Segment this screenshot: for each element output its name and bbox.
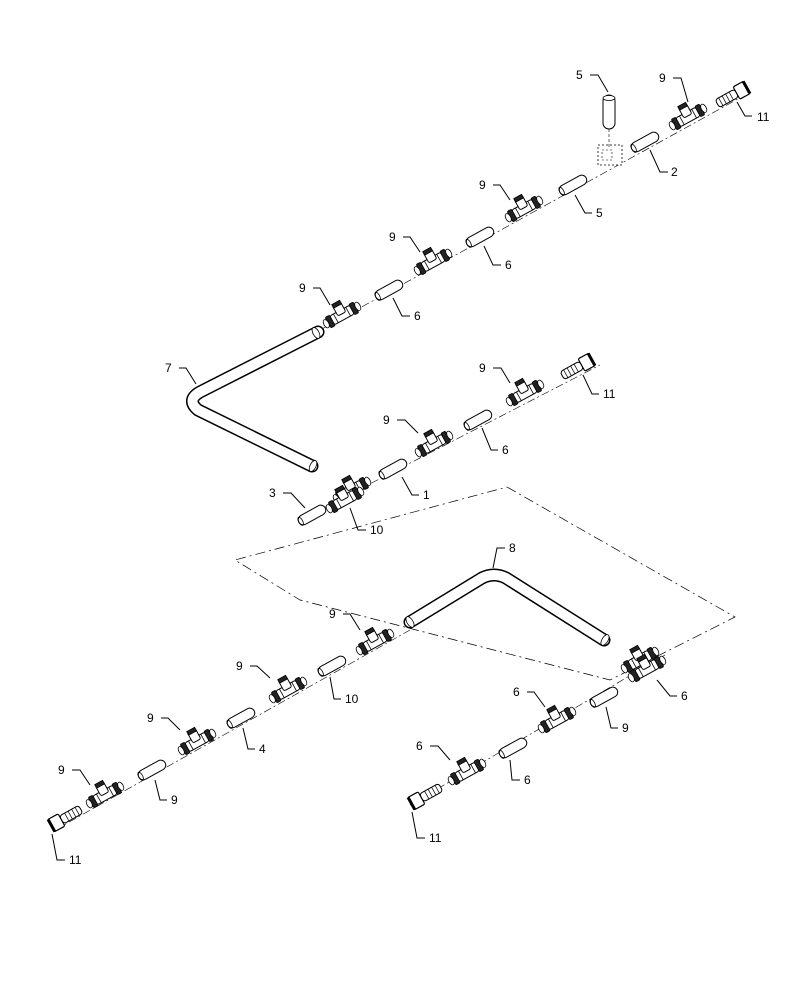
lower-left-manifold-line	[46, 619, 411, 833]
vertical-tube	[602, 94, 616, 148]
callout-8: 8	[509, 541, 516, 555]
callout-9-c: 9	[299, 281, 306, 295]
tee-fitting-d	[499, 370, 547, 409]
callout-9-k: 6	[416, 739, 423, 753]
lower-left-end-plug	[46, 802, 85, 833]
callout-leaders	[51, 74, 752, 861]
callout-9-g: 9	[236, 659, 243, 673]
lower-right-manifold-line	[406, 637, 669, 811]
callout-11-low-left: 11	[69, 853, 82, 867]
callout-6-g: 6	[524, 773, 531, 787]
tube-5	[556, 172, 590, 198]
tee-fitting-h	[171, 719, 219, 758]
tube-6-b	[372, 277, 406, 303]
callout-1: 1	[423, 488, 430, 502]
manifold-block	[597, 144, 623, 166]
callout-9-b: 9	[389, 230, 396, 244]
callout-6-a: 6	[505, 258, 512, 272]
mid-end-plug	[558, 352, 597, 383]
tube-6-g	[496, 735, 530, 761]
callout-7: 7	[165, 361, 172, 375]
tee-fitting-j	[531, 697, 579, 736]
top-end-plug	[713, 80, 752, 111]
tee-fitting-c	[316, 292, 364, 331]
callout-6-c: 6	[502, 443, 509, 457]
callout-9-e: 9	[383, 413, 390, 427]
callout-5-top: 5	[576, 68, 583, 82]
callout-6-d: 10	[345, 692, 359, 706]
callout-9-a: 9	[479, 178, 486, 192]
callout-3: 3	[269, 486, 276, 500]
callout-9-d: 9	[479, 361, 486, 375]
tube-6-d	[315, 653, 349, 679]
reference-outline	[234, 486, 736, 681]
callout-6-f: 9	[171, 793, 178, 807]
callout-4: 9	[622, 721, 629, 735]
callout-9-j: 9	[58, 763, 65, 777]
tube-3	[295, 502, 329, 528]
tee-fitting-g	[262, 667, 310, 706]
callout-10-low: 6	[681, 689, 688, 703]
callout-11-mid: 11	[603, 387, 616, 401]
callout-11-top: 11	[757, 110, 770, 124]
tube-6-f	[135, 757, 169, 783]
hose-8	[403, 568, 611, 647]
tee-fitting-k	[441, 749, 489, 788]
tube-1	[376, 456, 410, 482]
tube-6-a	[463, 224, 497, 250]
callout-5-mid: 5	[596, 206, 603, 220]
callout-numbers: 5 9 11 2 9 5 9 6 9 6 7 9 11 9 6 3 1 10 8…	[58, 68, 770, 867]
callout-11-low-right: 11	[429, 831, 442, 845]
callout-9-top: 9	[659, 71, 666, 85]
top-manifold-line	[316, 80, 752, 331]
lower-right-end-plug	[406, 780, 445, 811]
callout-2: 2	[671, 165, 678, 179]
callout-9-i: 6	[513, 685, 520, 699]
callout-10-mid: 10	[370, 523, 384, 537]
callout-9-h: 9	[147, 711, 154, 725]
tee-fitting-e	[408, 421, 456, 460]
tee-fitting-i	[79, 772, 127, 811]
middle-manifold-line	[295, 352, 601, 528]
top-tee-fitting	[662, 94, 710, 133]
callout-6-e: 4	[259, 742, 266, 756]
tube-6-e	[224, 705, 258, 731]
tube-6-c	[461, 407, 495, 433]
callout-6-b: 6	[414, 309, 421, 323]
hose-7	[186, 325, 325, 473]
callout-9-f: 9	[329, 607, 336, 621]
tube-4	[587, 684, 621, 710]
